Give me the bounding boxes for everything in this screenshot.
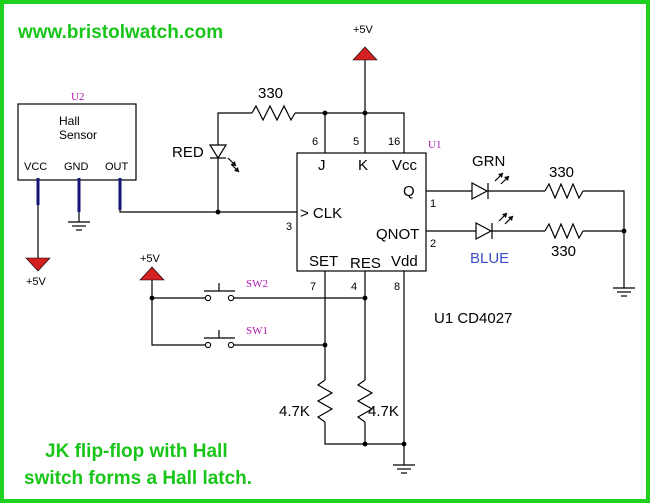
ic-pin-vdd: Vdd [391,253,418,270]
supply-arrow-top [352,46,378,61]
caption-line-2: switch forms a Hall latch. [24,468,252,489]
resistor-green-led [544,182,584,200]
hall-sensor: U2 Hall Sensor VCC GND OUT [17,91,137,212]
supply-label-top: +5V [353,24,374,36]
led-red [208,144,240,173]
ic-pin-num-k: 5 [353,136,359,148]
switch-sw2-label: SW2 [246,278,268,290]
ic-pin-num-clk: 3 [286,221,292,233]
junction-ground-main [401,441,407,447]
ic-pin-num-qnot: 2 [430,238,436,250]
hall-sensor-name-2: Sensor [59,128,97,142]
ic-pin-j: J [318,157,326,174]
hall-sensor-name-1: Hall [59,114,80,128]
ic-pin-num-j: 6 [312,136,318,148]
ic-body [296,152,427,272]
ic-pin-num-res: 4 [351,281,357,293]
ic-pin-res: RES [350,255,381,272]
ic-cd4027: U1 J K Vcc Q > CLK QNOT SET RES Vdd [296,139,441,272]
hall-pin-vcc: VCC [24,161,47,173]
hall-sensor-body [17,103,137,181]
resistor-red-led-label: 330 [258,85,283,102]
ic-pin-num-vcc: 16 [388,136,400,148]
supply-arrow-switches [139,266,165,281]
resistor-set-pulldown-label: 4.7K [279,403,310,420]
resistor-blue-led-label: 330 [551,243,576,260]
ground-symbol-leds [613,287,635,297]
junction-set [322,342,328,348]
supply-label-sensor: +5V [26,276,47,288]
ground-symbol-sensor [68,221,90,231]
ic-part-label: U1 CD4027 [434,310,512,327]
resistor-blue-led [544,222,584,240]
supply-arrow-sensor [25,257,51,272]
hall-pin-out: OUT [105,161,129,173]
ic-pin-k: K [358,157,368,174]
junction-j [322,110,328,116]
led-red-label: RED [172,144,204,161]
junction-pulldown [362,441,368,447]
ic-pin-num-q: 1 [430,198,436,210]
ic-pin-qnot: QNOT [376,226,419,243]
led-blue [475,212,514,240]
led-green [471,172,510,200]
switch-sw1-label: SW1 [246,325,268,337]
resistor-red-led [251,104,296,122]
led-green-label: GRN [472,153,505,170]
hall-sensor-ref: U2 [71,91,84,103]
resistor-green-led-label: 330 [549,164,574,181]
ic-ref: U1 [428,139,441,151]
resistor-res-pulldown-label: 4.7K [368,403,399,420]
led-blue-label: BLUE [470,250,509,267]
ic-pin-set: SET [309,253,338,270]
switch-sw2 [204,283,235,302]
ic-pin-clk: > CLK [300,205,342,222]
ic-pin-num-set: 7 [310,281,316,293]
supply-label-switches: +5V [140,253,161,265]
caption-line-1: JK flip-flop with Hall [45,441,228,462]
junction-res [362,295,368,301]
resistor-set-pulldown [316,379,334,423]
switch-sw1 [204,330,235,349]
ground-symbol-main [393,464,415,474]
ic-pin-q: Q [403,183,415,200]
junction-led-ground [621,228,627,234]
resistor-res-pulldown [356,379,374,423]
junction-switch-supply [149,295,155,301]
ic-pin-num-vdd: 8 [394,281,400,293]
website-title: www.bristolwatch.com [17,22,223,43]
ic-pin-vcc: Vcc [392,157,418,174]
hall-pin-gnd: GND [64,161,89,173]
